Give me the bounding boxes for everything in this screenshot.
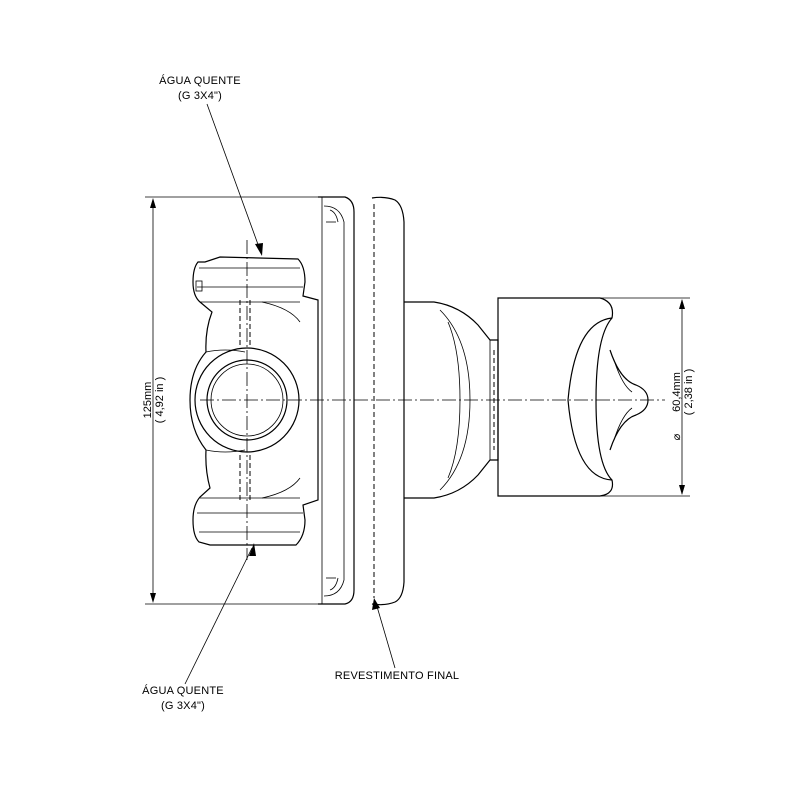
diameter-symbol: ⌀ [671, 433, 683, 440]
bottom-inlet-label-line1: ÁGUA QUENTE [142, 684, 224, 697]
height-dimension: 125mm ( 4,92 in ) [142, 196, 330, 605]
finish-trim-plate [371, 196, 405, 606]
bottom-inlet-label-line2: (G 3X4") [161, 700, 205, 712]
finish-trim-label: REVESTIMENTO FINAL [335, 670, 459, 682]
top-inlet-label-line2: (G 3X4") [178, 90, 222, 102]
top-inlet-label-line1: ÁGUA QUENTE [159, 74, 241, 87]
diameter-dimension: ⌀ 60,4mm ( 2,38 in ) [500, 297, 695, 497]
valve-body [189, 240, 319, 560]
diameter-dimension-mm: 60,4mm [671, 372, 683, 412]
height-dimension-mm: 125mm [142, 382, 154, 419]
handle-knob [497, 297, 649, 497]
height-dimension-in: ( 4,92 in ) [154, 377, 166, 423]
outlet-port [194, 347, 300, 453]
diameter-dimension-in: ( 2,38 in ) [683, 369, 695, 415]
mounting-plate [318, 196, 355, 605]
leader-lines [184, 103, 396, 685]
